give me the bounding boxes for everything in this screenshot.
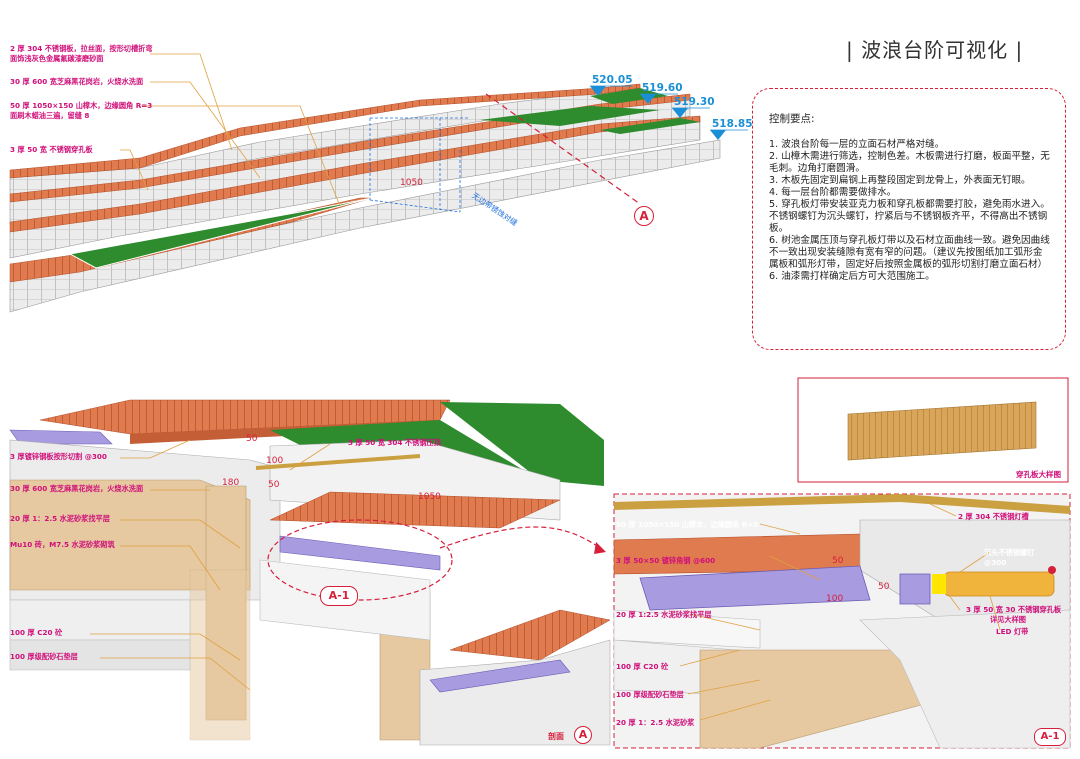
- elev-marker-3: [672, 108, 688, 118]
- grass-2: [480, 106, 660, 126]
- cut-lines: [369, 117, 470, 213]
- page-title: | 波浪台阶可视化 |: [846, 38, 1024, 62]
- section-dim-3: 50: [268, 480, 280, 490]
- detail-right-annotation-2: 沉头不锈钢螺钉: [984, 548, 1035, 557]
- grass-3: [600, 118, 700, 134]
- grass-1: [590, 88, 668, 104]
- top-wave-steps: [9, 53, 748, 313]
- section-dim-4: 180: [222, 478, 240, 488]
- section-marker-a: A: [634, 206, 654, 226]
- detail-right-annotation-4: 3 厚 50 宽 30 不锈钢穿孔板: [966, 605, 1062, 614]
- top-annotation-3: 50 厚 1050×150 山樟木，边缘圆角 R=3: [10, 101, 153, 110]
- detail-left-annotation-3: 20 厚 1:2.5 水泥砂浆找平层: [616, 610, 712, 619]
- section-dim-2: 100: [266, 456, 284, 466]
- control-notes: 控制要点: 1. 波浪台阶每一层的立面石材严格对缝。 2. 山樟木需进行筛选，控…: [752, 88, 1066, 350]
- top-annotation-3b: 面刷木蜡油三遍，留缝 8: [10, 111, 90, 120]
- detail-right-annotation-6: LED 灯带: [996, 627, 1029, 636]
- perforated-panel: [847, 401, 1037, 461]
- notes-heading: 控制要点:: [769, 113, 815, 125]
- elevation-2: 519.60: [642, 82, 683, 94]
- top-leaders: [120, 53, 341, 207]
- section-line-a: [485, 93, 641, 205]
- note-item: 4. 每一层台阶都需要做排水。: [769, 187, 897, 198]
- top-annotation-4: 3 厚 50 宽 不锈钢穿孔板: [10, 145, 93, 154]
- section-dim-5: 1050: [418, 492, 441, 502]
- detail-dim-2: 50: [878, 582, 890, 592]
- top-annotation-1: 2 厚 304 不锈钢板，拉丝面，按形切槽折弯: [10, 44, 153, 53]
- note-item: 3. 木板先固定到扁钢上再整段固定到龙骨上，外表面无钉眼。: [769, 175, 1031, 186]
- detail-right-annotation-3: @300: [984, 558, 1007, 567]
- detail-bubble-a1: A-1: [320, 586, 358, 606]
- detail-callout-ellipse: [267, 519, 453, 601]
- top-annotation-1b: 面饰浅灰色金属氟碳漆磨砂面: [10, 54, 104, 63]
- elevation-4: 518.85: [712, 118, 753, 130]
- section-annotation-2: 30 厚 600 宽芝麻黑花岗岩，火烧水洗面: [10, 484, 144, 493]
- grass-4: [68, 197, 373, 269]
- section-caption: 剖面: [548, 732, 564, 741]
- section-dim-1: 50: [246, 434, 258, 444]
- top-dimension: 1050: [400, 178, 423, 188]
- note-item: 6. 油漆需打样确定后方可大范围施工。: [769, 271, 935, 282]
- detail-dim-3: 100: [826, 594, 844, 604]
- note-item: 6. 树池金属压顶与穿孔板灯带以及石材立面曲线一致。避免因曲线不一致出现安装缝隙…: [769, 235, 1050, 270]
- note-item: 2. 山樟木需进行筛选，控制色差。木板需进行打磨，板面平整，无毛刺。边角打磨圆滑…: [769, 151, 1050, 174]
- elev-marker-4: [710, 130, 726, 140]
- note-item: 1. 波浪台阶每一层的立面石材严格对缝。: [769, 139, 945, 150]
- detail-left-annotation-1: 50 厚 1050×150 山樟木，边缘圆角 R=3: [616, 520, 759, 529]
- section-annotation-4: Mu10 砖，M7.5 水泥砂浆砌筑: [10, 540, 115, 549]
- detail-right-annotation-1: 2 厚 304 不锈钢灯槽: [958, 512, 1029, 521]
- top-annotation-2: 30 厚 600 宽芝麻黑花岗岩，火烧水洗面: [10, 77, 144, 86]
- elevation-3: 519.30: [674, 96, 715, 108]
- section-caption-letter: A: [574, 726, 592, 744]
- elevation-1: 520.05: [592, 74, 633, 86]
- section-annotation-5: 100 厚 C20 砼: [10, 628, 63, 637]
- section-annotation-3: 20 厚 1：2.5 水泥砂浆找平层: [10, 514, 110, 523]
- detail-dim-1: 50: [832, 556, 844, 566]
- detail-left-annotation-4: 100 厚 C20 砼: [616, 662, 669, 671]
- section-annotation-1: 3 厚镀锌钢板按形切割 @300: [10, 452, 107, 461]
- section-annotation-7: 3 厚 50 宽 304 不锈钢压顶: [348, 438, 441, 447]
- detail-left-annotation-2: 3 厚 50×50 镀锌角钢 @600: [616, 556, 716, 565]
- section-view: [9, 399, 611, 746]
- elev-marker-2: [640, 94, 656, 104]
- perforated-caption: 穿孔板大样图: [1016, 470, 1061, 479]
- detail-left-annotation-6: 20 厚 1：2.5 水泥砂浆: [616, 718, 695, 727]
- elev-marker-1: [590, 86, 606, 96]
- section-annotation-6: 100 厚级配砂石垫层: [10, 652, 78, 661]
- detail-right-annotation-5: 详见大样图: [990, 615, 1026, 624]
- detail-left-annotation-5: 100 厚级配砂石垫层: [616, 690, 684, 699]
- detail-bubble-a1-corner: A-1: [1034, 728, 1066, 746]
- detail-view-a1: [613, 493, 1071, 749]
- note-item: 5. 穿孔板灯带安装亚克力板和穿孔板都需要打胶，避免雨水进入。不锈钢螺钉为沉头螺…: [769, 199, 1050, 234]
